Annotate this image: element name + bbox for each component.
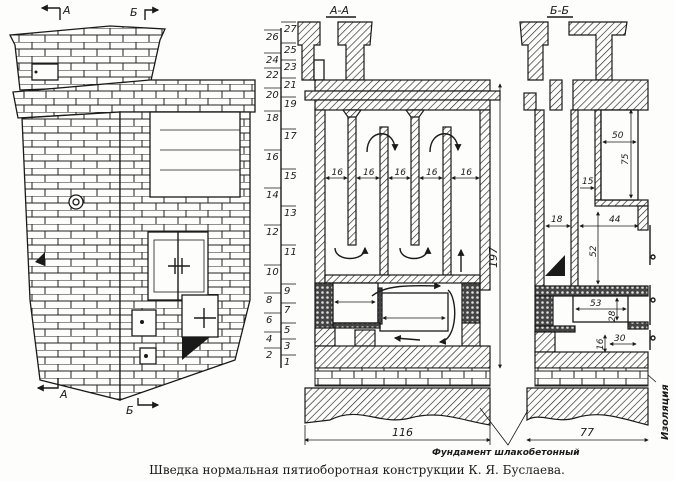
- cleanout-door: [131, 309, 157, 337]
- row-number: 23: [284, 62, 297, 73]
- row-number: 24: [266, 55, 279, 66]
- figure-caption: Шведка нормальная пятиоборотная конструк…: [149, 463, 565, 477]
- row-number: 6: [266, 315, 272, 326]
- flue-width-label: 16: [395, 168, 407, 178]
- row-number: 19: [284, 99, 297, 110]
- dim-firebox-height: 28: [608, 310, 618, 322]
- section-b-b: Б-Б 50 75 15 18 44 52 53 28 16 30: [519, 4, 671, 442]
- perspective-view: А Б А Б: [8, 4, 256, 417]
- row-number: 2: [266, 350, 272, 361]
- row-number: 22: [266, 70, 279, 81]
- row-number: 1: [284, 357, 290, 368]
- chimney-door: [31, 63, 59, 81]
- row-number: 14: [266, 190, 279, 201]
- ash-door: [181, 294, 219, 338]
- insulation-label: Изоляция: [660, 384, 671, 440]
- row-number: 12: [266, 227, 279, 238]
- dim-ash-height: 16: [596, 338, 606, 350]
- row-number: 10: [266, 267, 279, 278]
- row-number: 13: [284, 208, 297, 219]
- row-number: 21: [284, 80, 297, 91]
- flue-width-label: 16: [363, 168, 375, 178]
- cut-label-top-b: Б: [130, 6, 138, 19]
- dim-chamber-height: 52: [589, 245, 599, 257]
- row-number: 27: [284, 24, 297, 35]
- row-number: 7: [284, 305, 291, 316]
- row-number: 11: [284, 247, 297, 258]
- dim-ash-width: 30: [614, 334, 626, 344]
- row-number: 20: [266, 90, 279, 101]
- flue-width-label: 16: [426, 168, 438, 178]
- foundation-label: Фундамент шлакобетонный: [432, 447, 580, 458]
- row-number: 3: [284, 341, 290, 352]
- section-bb-title: Б-Б: [550, 4, 569, 17]
- flue-width-label: 16: [461, 168, 473, 178]
- flue-width-label: 16: [332, 168, 344, 178]
- row-number: 25: [284, 45, 297, 56]
- brick-row-scale: 2624222018161412108642272523211917151311…: [264, 21, 297, 368]
- dim-firebox-width: 53: [590, 299, 602, 309]
- row-number: 9: [284, 286, 290, 297]
- row-number: 18: [266, 113, 279, 124]
- cut-label-bottom-a: А: [59, 388, 68, 401]
- dim-flue: 18: [551, 215, 563, 225]
- cornice: [12, 79, 256, 119]
- dim-oven-width: 50: [612, 131, 624, 141]
- dim-chamber-width: 44: [609, 215, 621, 225]
- cut-label-top-a: А: [62, 4, 71, 17]
- row-number: 4: [266, 334, 272, 345]
- warming-niche: [149, 111, 241, 198]
- front-face: [21, 111, 121, 401]
- foundation-width-aa: 116: [392, 426, 413, 439]
- dim-gap: 15: [582, 177, 594, 187]
- section-aa-title: А-А: [329, 4, 349, 17]
- row-number: 26: [266, 32, 279, 43]
- total-height-label: 197: [487, 247, 500, 268]
- row-number: 17: [284, 131, 297, 142]
- row-number: 5: [284, 325, 290, 336]
- foundation-width-bb: 77: [580, 426, 594, 439]
- door-knob-icon: [34, 70, 38, 74]
- dim-oven-height: 75: [621, 153, 631, 165]
- row-number: 8: [266, 295, 272, 306]
- cut-label-bottom-b: Б: [126, 404, 134, 417]
- row-number: 15: [284, 171, 297, 182]
- row-number: 16: [266, 152, 279, 163]
